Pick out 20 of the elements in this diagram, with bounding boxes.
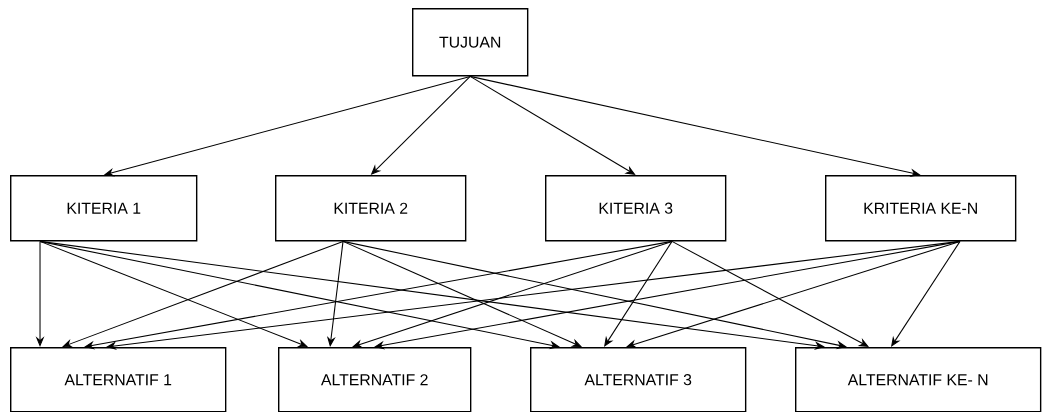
criterion-box: KITERIA 1 [10, 175, 198, 242]
alternative-box: ALTERNATIF 2 [278, 347, 472, 412]
arrow [604, 240, 673, 347]
arrow [84, 240, 673, 350]
criterion-box: KITERIA 3 [545, 175, 727, 242]
goal-box: TUJUAN [412, 8, 529, 77]
alternative-box: ALTERNATIF KE- N [795, 347, 1042, 412]
arrow [891, 240, 961, 347]
arrow [626, 240, 961, 349]
arrow [39, 240, 308, 348]
arrow [39, 240, 825, 350]
criterion-box: KRITERIA KE-N [825, 175, 1017, 242]
arrow [469, 75, 636, 175]
criterion-box: KITERIA 2 [275, 175, 467, 242]
alternative-box: ALTERNATIF 1 [10, 347, 227, 412]
arrow [352, 240, 673, 348]
arrow [62, 240, 344, 348]
arrow [342, 240, 582, 347]
arrow [671, 240, 869, 347]
alternative-box: ALTERNATIF 3 [530, 347, 747, 412]
